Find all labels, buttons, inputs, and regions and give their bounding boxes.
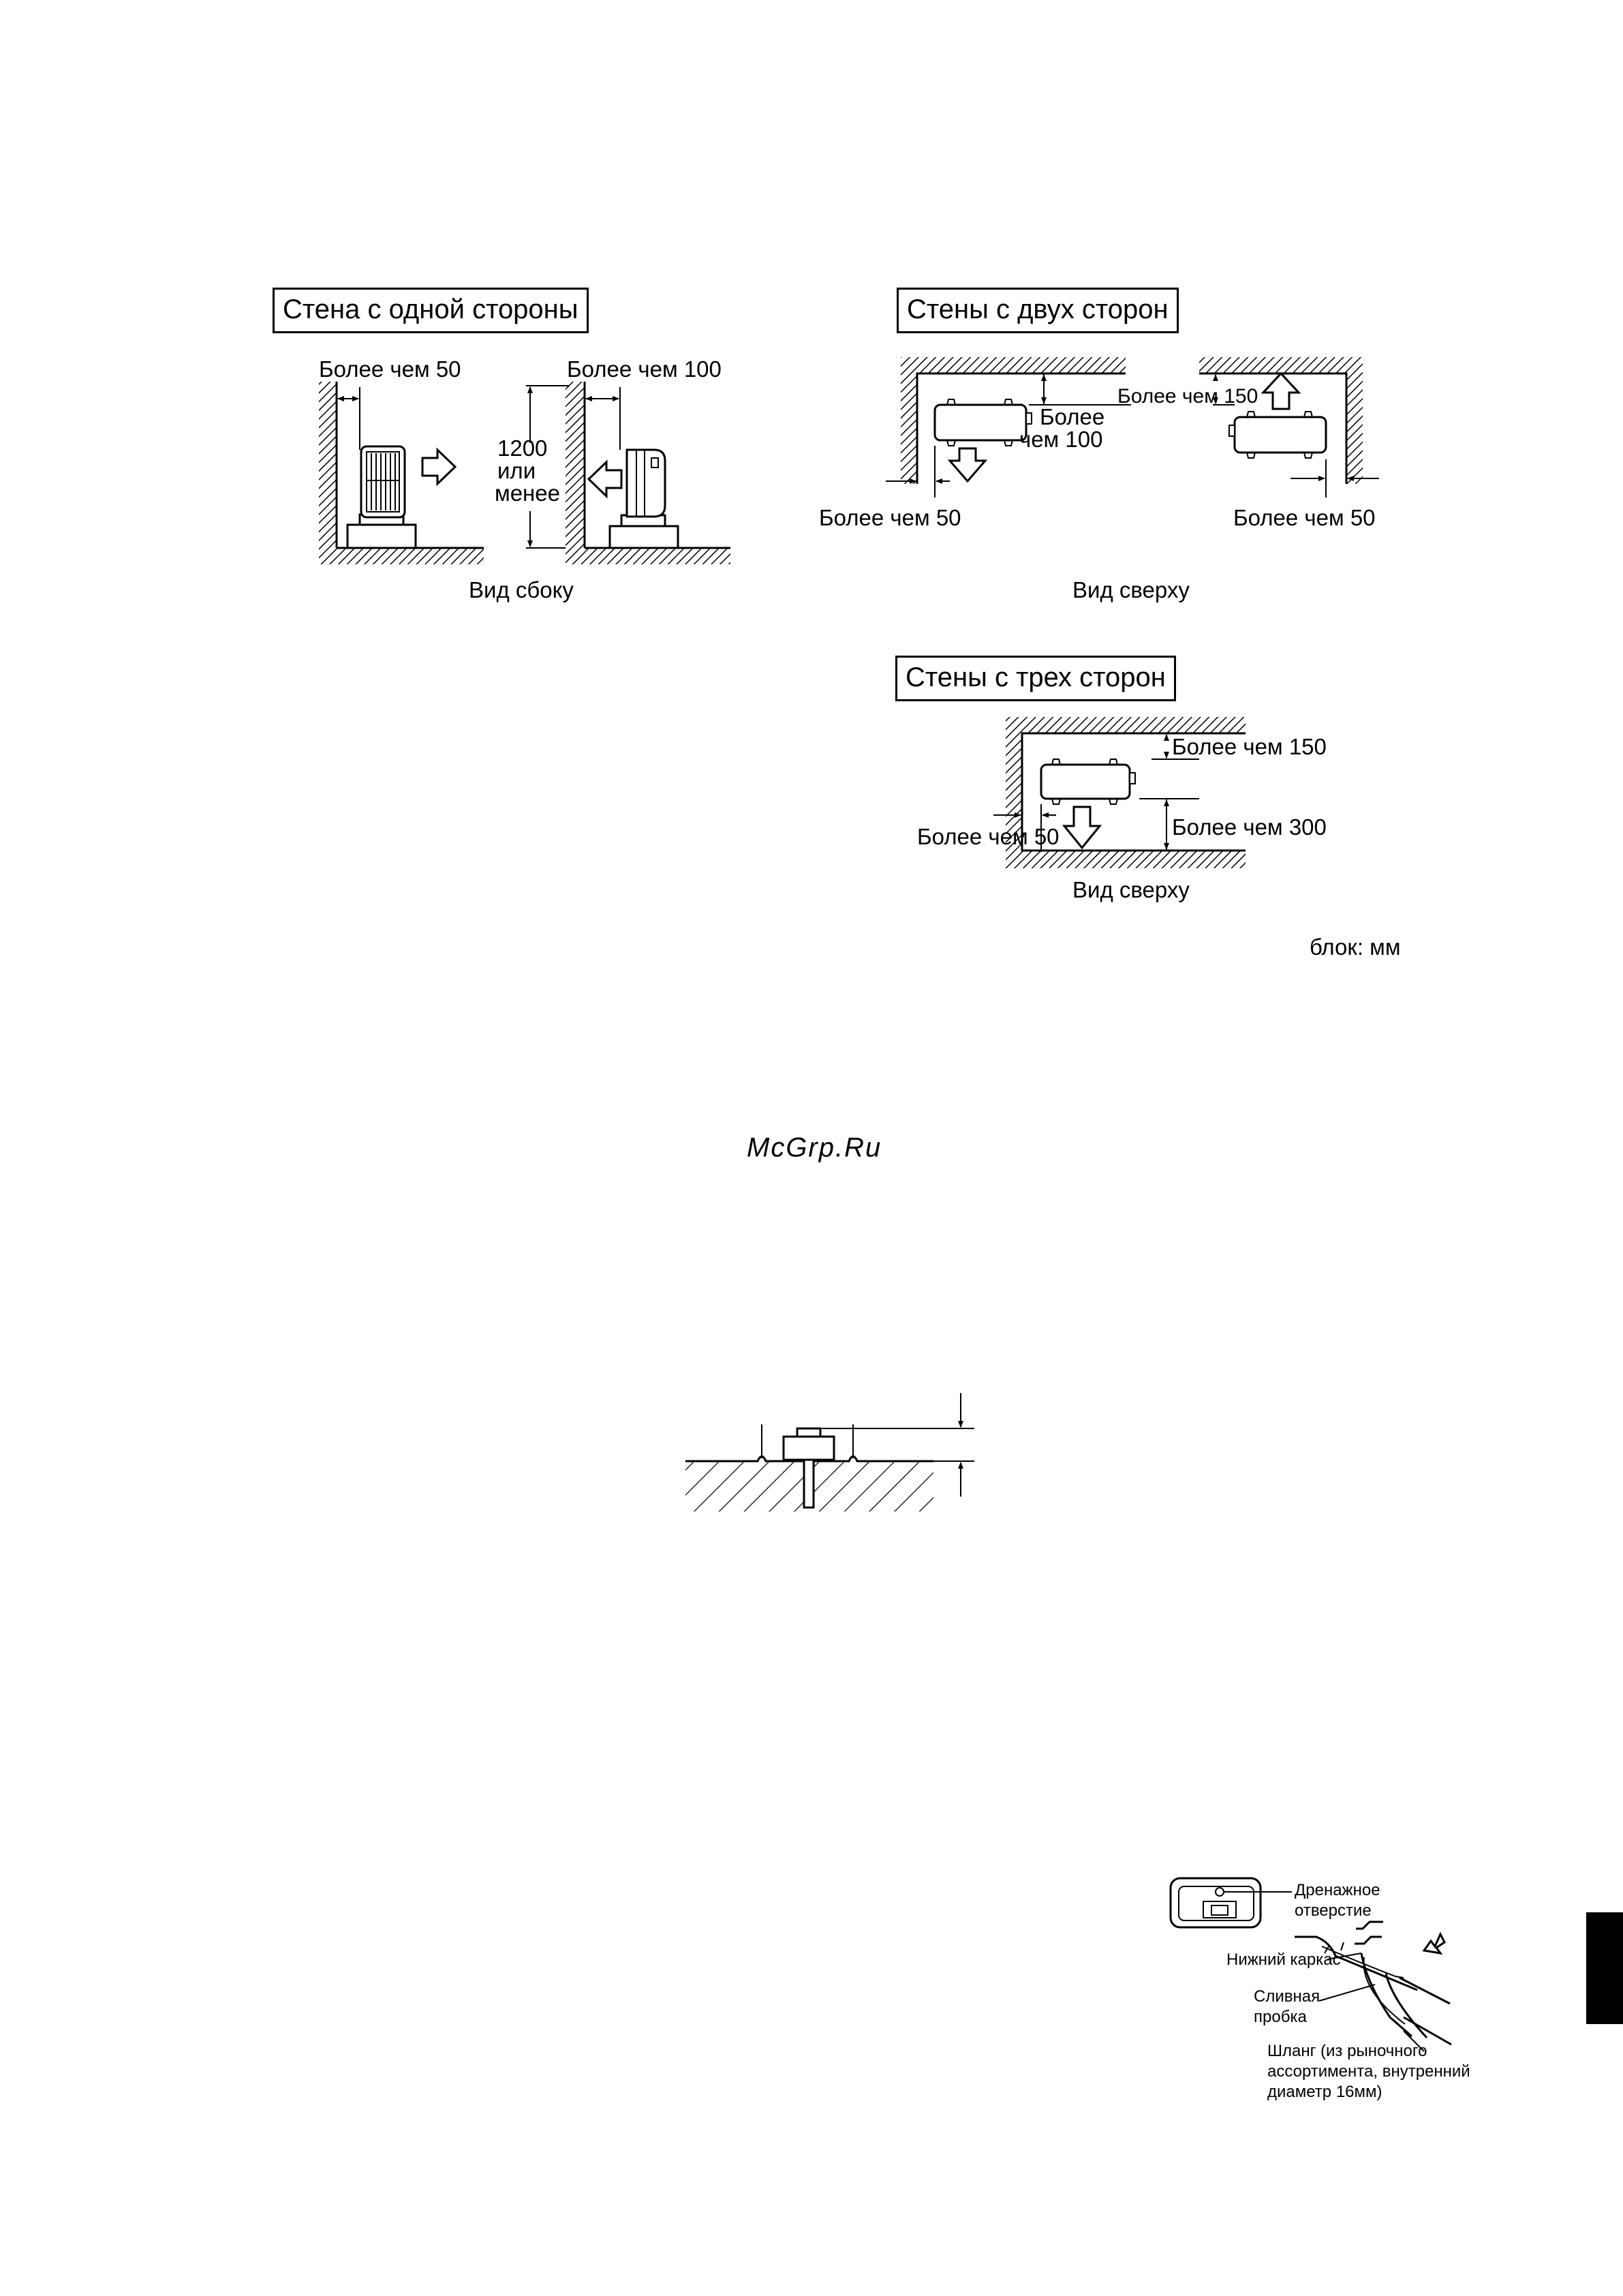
- hose-label-a: Шланг (из рыночного: [1267, 2042, 1427, 2060]
- two-sides-top-clearance-b: чем 100: [1019, 427, 1103, 452]
- one-side-left-clearance-label: Более чем 50: [319, 356, 461, 382]
- three-sides-diagram: [993, 717, 1246, 868]
- two-sides-left-clearance: Более чем 50: [819, 505, 961, 530]
- three-sides-left-clearance: Более чем 50: [917, 824, 1060, 849]
- watermark: McGrp.Ru: [747, 1133, 882, 1163]
- three-sides-title: Стены с трех сторон: [895, 656, 1176, 701]
- two-sides-left-diagram: [886, 357, 1131, 498]
- hose-label-b: ассортимента, внутренний: [1267, 2062, 1470, 2081]
- two-sides-view-label: Вид сверху: [1072, 577, 1190, 602]
- two-sides-top-clearance-a: Более: [1040, 404, 1105, 429]
- two-sides-right-diagram: [1199, 357, 1379, 498]
- two-sides-right-top-clearance: Более чем 150: [1117, 385, 1258, 408]
- height-value-label: 1200: [497, 435, 548, 461]
- height-line2-label: или: [497, 458, 536, 483]
- height-line3-label: менее: [495, 480, 560, 506]
- two-sides-right-clearance: Более чем 50: [1233, 505, 1376, 530]
- one-side-title: Стена с одной стороны: [273, 288, 589, 333]
- bottom-frame-label: Нижний каркас: [1226, 1950, 1341, 1969]
- drain-plug-label-a: Сливная: [1254, 1987, 1320, 2006]
- one-side-right-clearance-label: Более чем 100: [567, 356, 722, 382]
- three-sides-top-clearance: Более чем 150: [1172, 734, 1327, 759]
- one-side-left-diagram: [319, 382, 484, 564]
- anchor-bolt-diagram: [685, 1393, 974, 1512]
- hose-label-c: диаметр 16мм): [1267, 2083, 1382, 2101]
- three-sides-view-label: Вид сверху: [1072, 877, 1190, 902]
- section-tab: [1586, 1912, 1623, 2024]
- one-side-right-diagram: [526, 382, 730, 564]
- drain-diagram: [1169, 1877, 1452, 2052]
- two-sides-title: Стены с двух сторон: [897, 288, 1179, 333]
- drain-hole-label-b: отверстие: [1295, 1901, 1372, 1920]
- three-sides-bottom-clearance: Более чем 300: [1172, 814, 1327, 840]
- one-side-view-label: Вид сбоку: [469, 577, 574, 602]
- units-label: блок: мм: [1310, 934, 1401, 960]
- drain-plug-label-b: пробка: [1254, 2008, 1307, 2026]
- drain-hole-label-a: Дренажное: [1295, 1881, 1380, 1899]
